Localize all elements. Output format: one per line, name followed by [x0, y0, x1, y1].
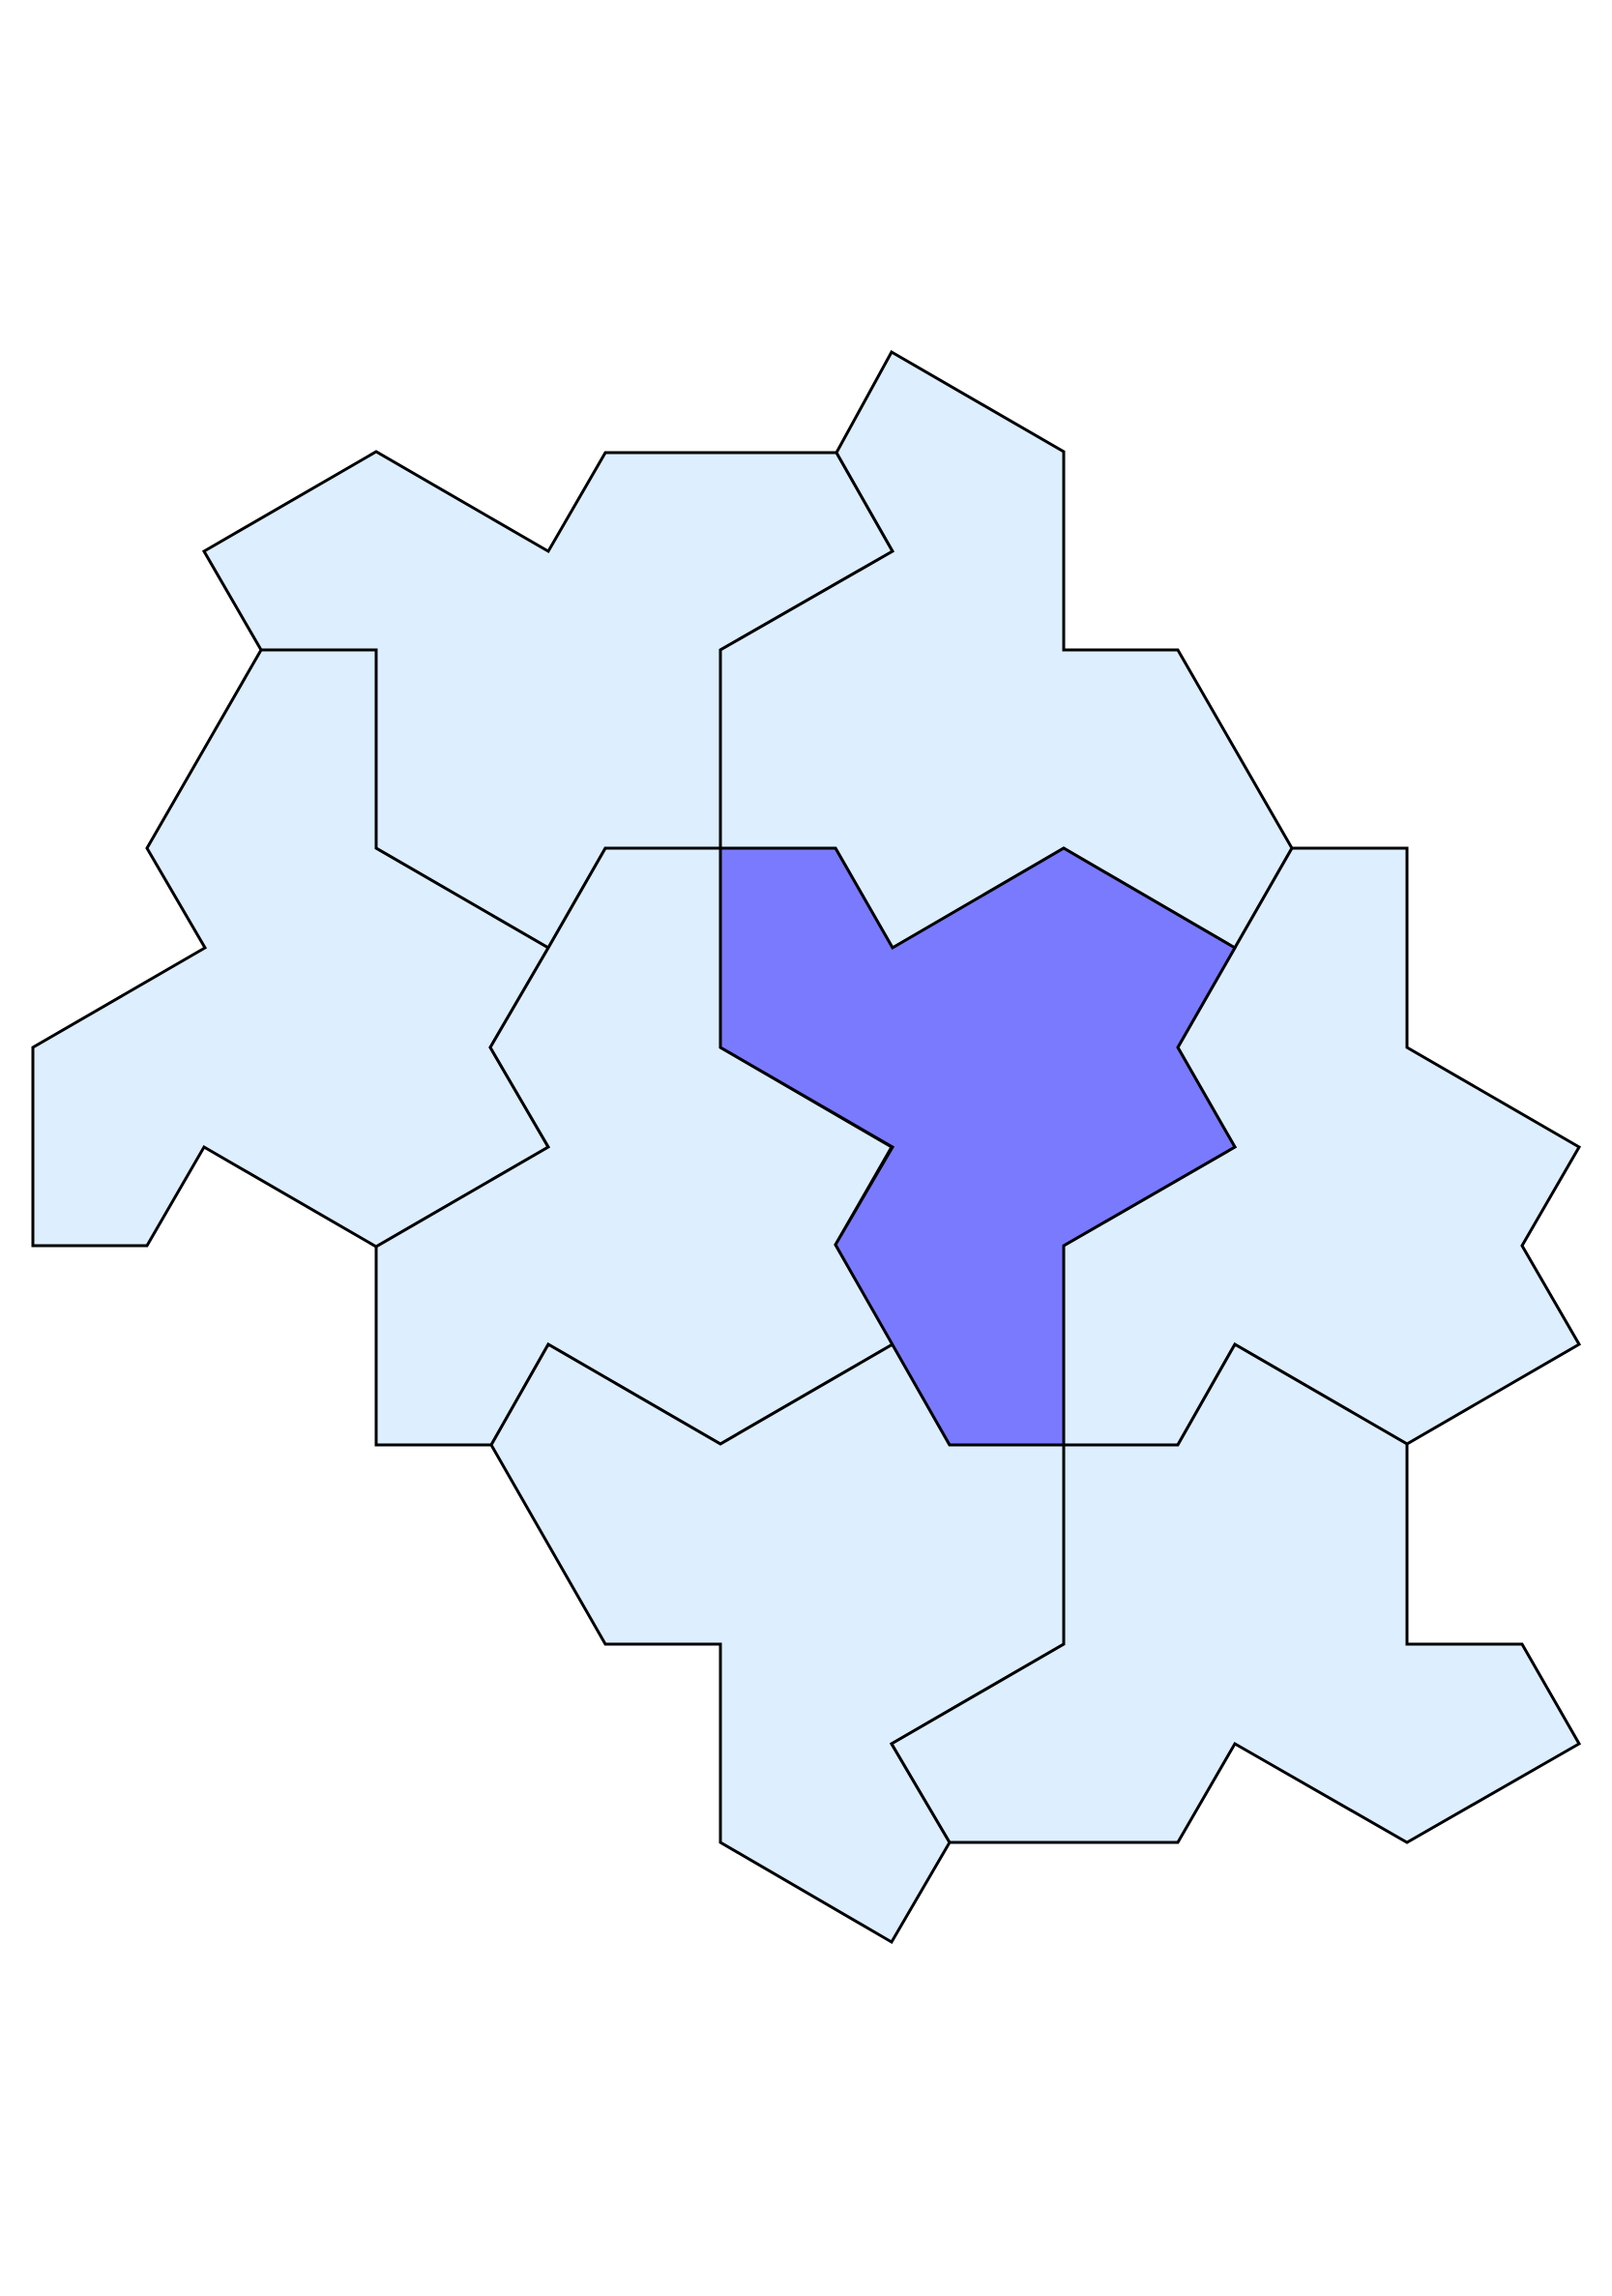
tile-center-highlighted	[718, 846, 1238, 1447]
tile-left	[31, 648, 551, 1249]
tile-bottom-right	[889, 1341, 1582, 1844]
